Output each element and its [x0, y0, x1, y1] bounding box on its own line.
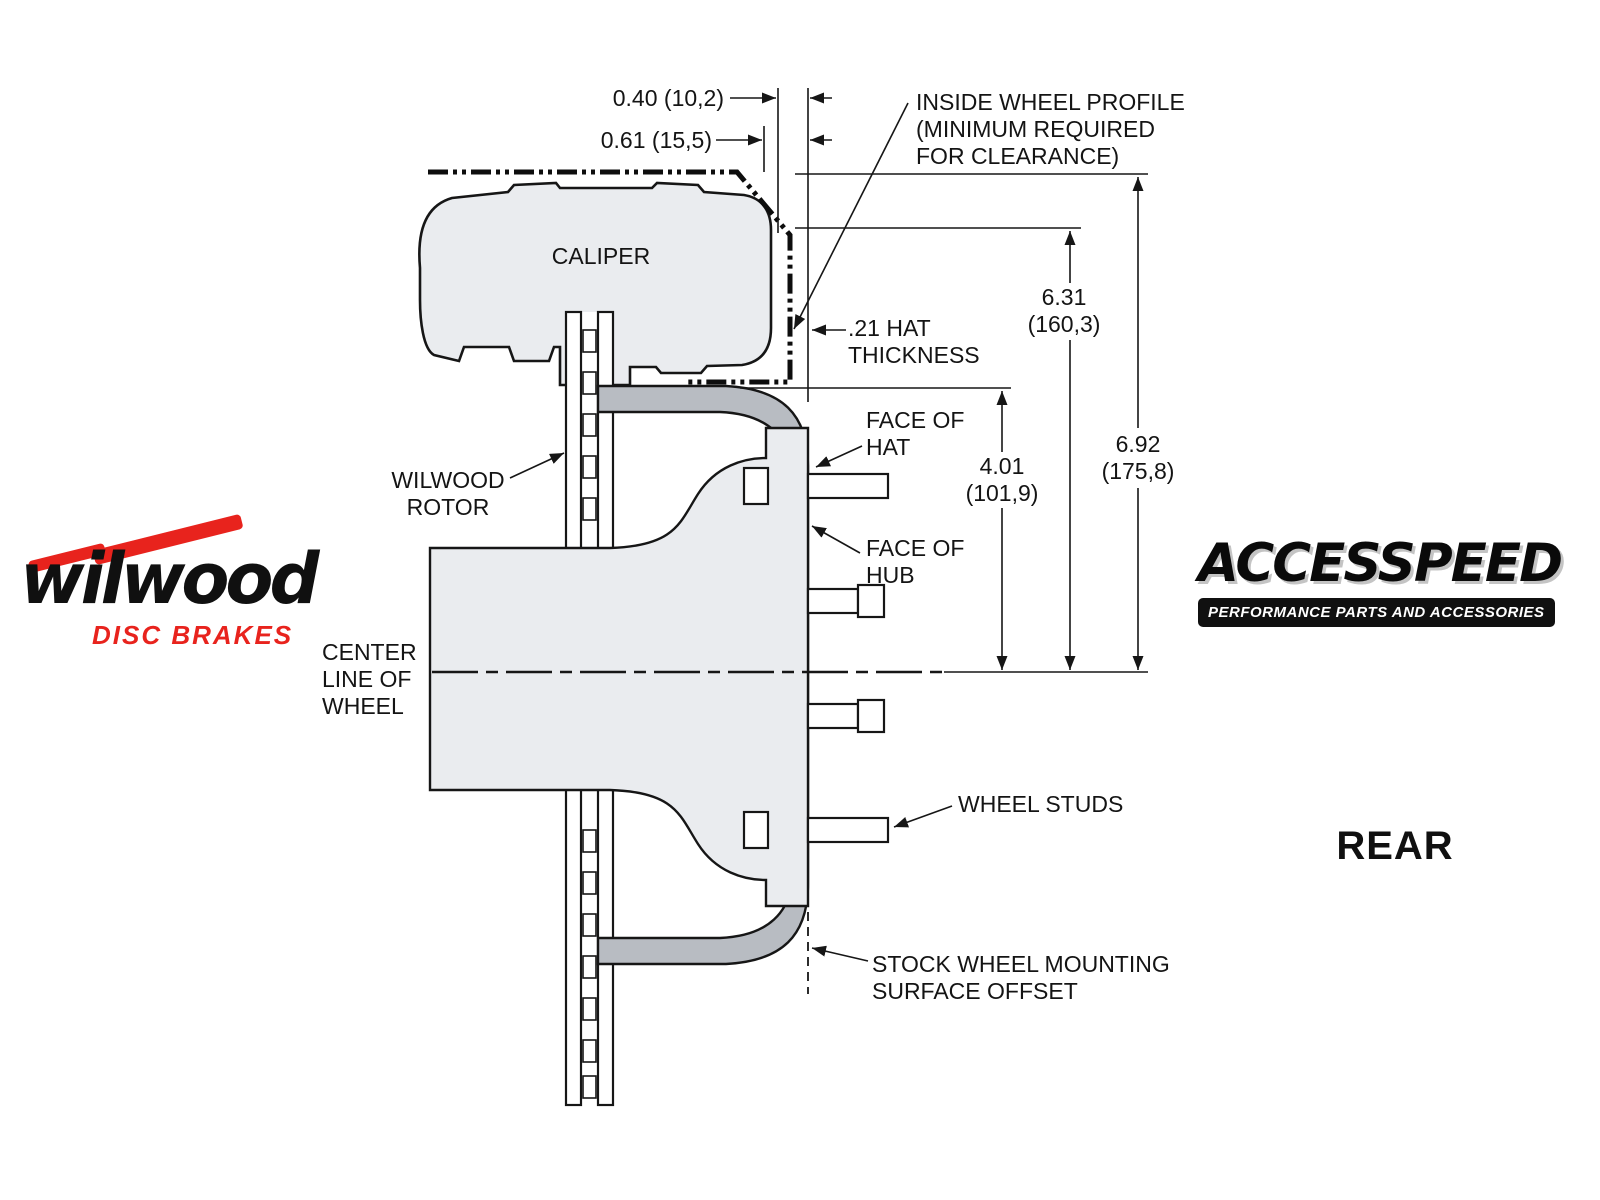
wheel-profile-label: (MINIMUM REQUIRED — [916, 116, 1155, 142]
wheel-profile-label: INSIDE WHEEL PROFILE — [916, 89, 1185, 115]
centerline-label: WHEEL — [322, 693, 404, 719]
leader-rotor — [509, 452, 565, 479]
hat-thickness-label: THICKNESS — [848, 342, 980, 368]
accesspeed-wordmark: ACCESSPEED — [1198, 533, 1563, 594]
rotor-vane — [582, 997, 597, 1021]
rotor-vane — [582, 1039, 597, 1063]
rotor-vane — [582, 455, 597, 479]
rotor-vane — [582, 913, 597, 937]
leader-wheel-profile — [793, 102, 909, 330]
stud-nut — [856, 583, 886, 619]
centerline-label: CENTER — [322, 639, 417, 665]
stud-shaft — [806, 816, 890, 844]
dim-040-label: 0.40 (10,2) — [613, 85, 724, 111]
rotor-vane — [582, 871, 597, 895]
stud-head — [742, 810, 770, 850]
stud-shaft — [806, 702, 860, 730]
dim-631-mm: (160,3) — [1028, 311, 1101, 337]
leader-mounting-surface — [811, 945, 869, 962]
rotor-label: WILWOOD — [391, 467, 504, 493]
wilwood-tagline: DISC BRAKES — [92, 620, 294, 650]
leader-lines — [509, 102, 953, 962]
face-of-hub-label: HUB — [866, 562, 915, 588]
face-of-hub-label: FACE OF — [866, 535, 964, 561]
stud-head — [742, 466, 770, 506]
rear-view-label: REAR — [1336, 824, 1454, 868]
face-of-hat-label: HAT — [866, 434, 910, 460]
mounting-surface-label: STOCK WHEEL MOUNTING — [872, 951, 1170, 977]
rotor-label: ROTOR — [407, 494, 490, 520]
wheel-studs — [742, 466, 890, 850]
stud-nut — [856, 698, 886, 734]
dim-631-in: 6.31 — [1042, 284, 1087, 310]
face-of-hat-label: FACE OF — [866, 407, 964, 433]
dim-692-in: 6.92 — [1116, 431, 1161, 457]
rotor-vane — [582, 413, 597, 437]
rotor-vane — [582, 829, 597, 853]
centerline-label: LINE OF — [322, 666, 411, 692]
dim-061-label: 0.61 (15,5) — [601, 127, 712, 153]
rotor-vane — [582, 1075, 597, 1099]
dimension-lines — [716, 92, 1144, 670]
accesspeed-logo: ACCESSPEED PERFORMANCE PARTS AND ACCESSO… — [1198, 533, 1563, 627]
rotor-vane — [582, 955, 597, 979]
stud-shaft — [806, 587, 860, 615]
rotor-vane — [582, 497, 597, 521]
hat-thickness-label: .21 HAT — [848, 315, 931, 341]
leader-face-of-hub — [811, 525, 861, 554]
caliper-body — [418, 181, 773, 387]
wheel-profile-label: FOR CLEARANCE) — [916, 143, 1119, 169]
mounting-surface-label: SURFACE OFFSET — [872, 978, 1078, 1004]
leader-wheel-studs — [893, 805, 953, 828]
accesspeed-tagline: PERFORMANCE PARTS AND ACCESSORIES — [1198, 598, 1555, 627]
stud-shaft — [806, 472, 890, 500]
leader-face-of-hat — [815, 445, 863, 468]
rotor-vane — [582, 371, 597, 395]
inside-wheel-profile-line — [428, 169, 793, 385]
dim-401-in: 4.01 — [980, 453, 1025, 479]
hub-body — [428, 426, 810, 908]
extension-lines — [740, 88, 1148, 994]
wilwood-wordmark: wilwood — [20, 538, 320, 620]
dim-692-mm: (175,8) — [1102, 458, 1175, 484]
dim-401-mm: (101,9) — [966, 480, 1039, 506]
caliper-label: CALIPER — [552, 243, 650, 269]
wilwood-logo: wilwood DISC BRAKES — [20, 513, 330, 658]
rotor-vane — [582, 329, 597, 353]
wheel-studs-label: WHEEL STUDS — [958, 791, 1123, 817]
